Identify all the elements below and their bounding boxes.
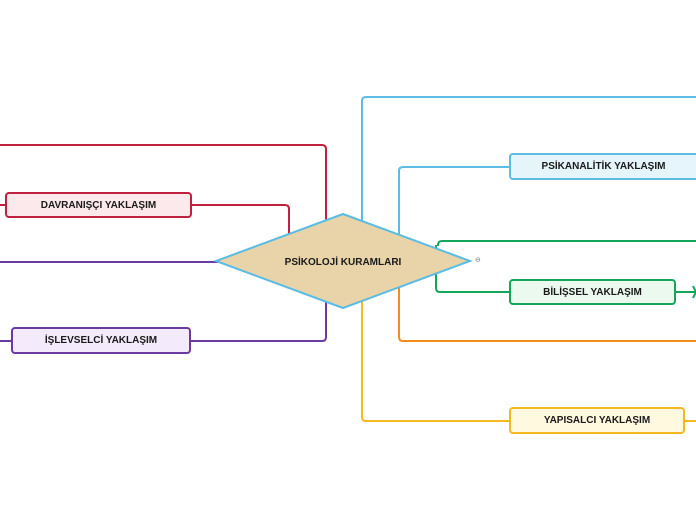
- connector-bilissel: [435, 245, 510, 293]
- connector-psikanalitik-outer: [361, 96, 696, 225]
- bilissel-arrow-icon: [692, 285, 696, 299]
- node-bilissel-yaklasim[interactable]: BİLİŞSEL YAKLAŞIM: [509, 279, 676, 305]
- connector-bilissel-outer: [437, 240, 696, 246]
- connector-davranisci-outer: [0, 144, 327, 240]
- node-psikanalitik-yaklasim[interactable]: PSİKANALİTİK YAKLAŞIM: [509, 153, 696, 180]
- connector-islevselci: [191, 292, 327, 342]
- node-yapisalci-yaklasim[interactable]: YAPISALCI YAKLAŞIM: [509, 407, 685, 434]
- connector-orange: [398, 286, 696, 342]
- connector-yapisalci: [361, 300, 510, 422]
- central-topic-shape[interactable]: [213, 212, 473, 310]
- node-davranisci-yaklasim[interactable]: DAVRANIŞÇI YAKLAŞIM: [5, 192, 192, 218]
- central-topic-label: PSİKOLOJİ KURAMLARI: [284, 256, 402, 268]
- collapse-icon[interactable]: ⊖: [475, 257, 481, 264]
- connector-davranisci: [192, 204, 290, 240]
- connector-psikanalitik: [398, 166, 510, 238]
- node-islevselci-yaklasim[interactable]: İŞLEVSELCİ YAKLAŞIM: [11, 327, 191, 354]
